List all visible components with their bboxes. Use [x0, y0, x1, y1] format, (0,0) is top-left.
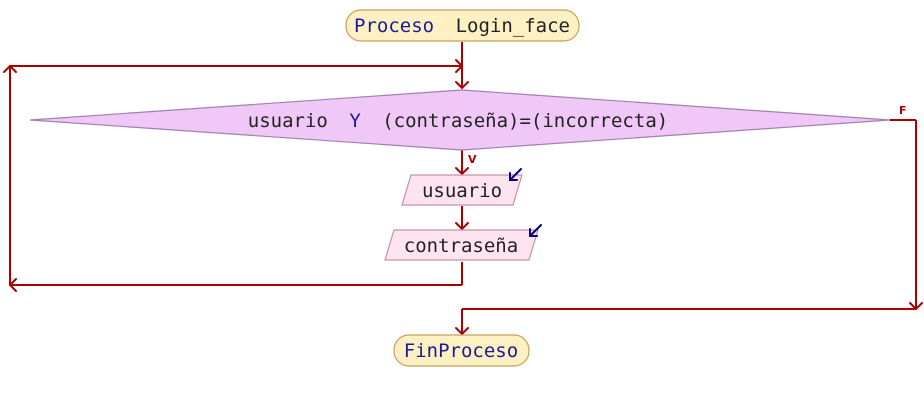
read-block-contrasena: contraseña [384, 224, 542, 261]
start-terminator-text: Proceso Login_face [354, 15, 570, 37]
start-keyword: Proceso [354, 15, 434, 37]
decision-diamond [29, 89, 891, 151]
arrowhead-to-decision [455, 81, 469, 90]
end-terminator: FinProceso [393, 334, 530, 367]
arrowhead-false-down [909, 302, 923, 311]
decision-operator: Y [349, 110, 361, 132]
arrowhead-to-read-password [455, 222, 469, 231]
arrowhead-loop-top [455, 59, 464, 73]
arrowhead-loop-up [3, 64, 17, 73]
arrowhead-to-end [455, 327, 469, 336]
read-block-usuario: usuario [401, 168, 523, 206]
decision-operand-user: usuario [248, 110, 328, 132]
read-block-usuario-shape [401, 174, 523, 206]
decision-node: usuario Y (contraseña)=(incorrecta) [29, 89, 891, 151]
read-block-usuario-text: usuario [422, 180, 502, 202]
decision-condition: usuario Y (contraseña)=(incorrecta) [248, 110, 668, 132]
arrowhead-loop-left [8, 278, 17, 292]
end-terminator-text: FinProceso [404, 340, 518, 362]
start-terminator-shape [345, 9, 580, 42]
input-arrow-icon [529, 224, 542, 237]
end-terminator-shape [393, 334, 530, 367]
start-process-name: Login_face [456, 15, 570, 37]
input-arrow-icon [509, 168, 522, 181]
arrowheads [3, 59, 923, 336]
false-branch-label: F [899, 104, 907, 117]
read-block-contrasena-text: contraseña [404, 235, 518, 257]
arrowhead-to-read-usuario [455, 167, 469, 176]
read-block-contrasena-shape [384, 229, 539, 261]
decision-operand-password: (contraseña)=(incorrecta) [382, 110, 668, 132]
true-branch-label: V [468, 153, 477, 166]
flow-lines [9, 42, 917, 334]
start-terminator: Proceso Login_face [345, 9, 580, 42]
